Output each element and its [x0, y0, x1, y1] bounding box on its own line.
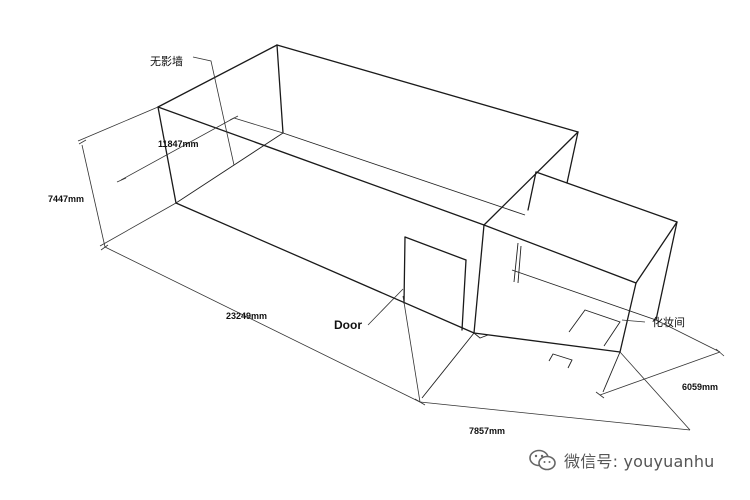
length-dimension-label: 23249mm: [226, 311, 268, 321]
main-room-box: [157, 44, 579, 334]
dressing-room-box: [473, 171, 678, 353]
dressing-room-label: 化妆间: [652, 316, 685, 329]
height-dimension-label: 7447mm: [48, 194, 85, 204]
watermark: 微信号: youyuanhu: [528, 448, 715, 472]
watermark-text: 微信号: youyuanhu: [564, 452, 715, 471]
floor-markers: [473, 309, 621, 369]
dressing-width-dimension-label: 6059mm: [682, 382, 719, 392]
door-label: Door: [334, 318, 362, 332]
leader-lines: [192, 56, 646, 326]
door-outline: [403, 236, 467, 331]
dimension-lines: [77, 106, 725, 431]
dressing-length-dimension-label: 7857mm: [469, 426, 506, 436]
infinity-wall-label: 无影墙: [150, 55, 183, 68]
wechat-icon: [529, 449, 556, 471]
width-dimension-label: 11847mm: [158, 139, 199, 149]
